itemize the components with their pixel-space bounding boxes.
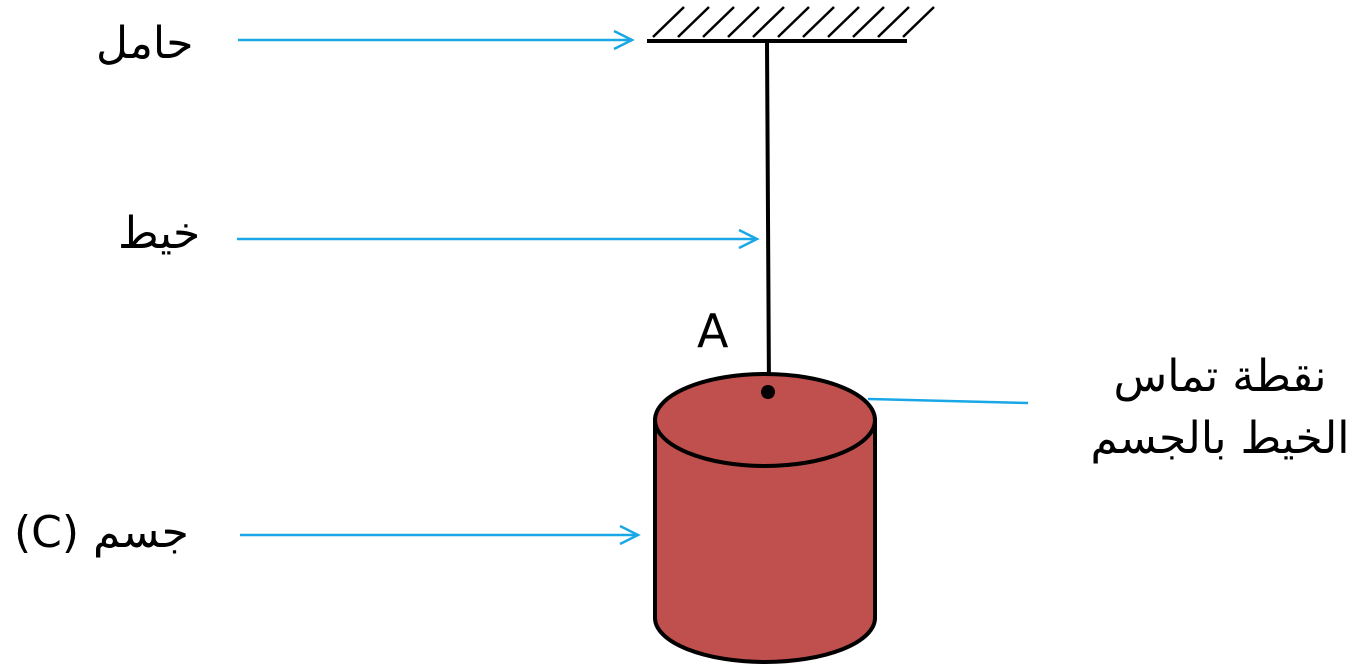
contact-point-label: نقطة تماس الخيط بالجسم xyxy=(1080,346,1360,470)
cylinder-top xyxy=(653,372,877,468)
string-label: خيط xyxy=(118,208,201,259)
support-hatching xyxy=(652,6,935,38)
ceiling-support xyxy=(647,6,935,43)
contact-point-dot xyxy=(761,385,775,399)
contact-pointer-line xyxy=(867,397,1029,405)
contact-label-line2: الخيط بالجسم xyxy=(1090,413,1350,464)
support-label: حامل xyxy=(96,18,194,69)
contact-label-line1: نقطة تماس xyxy=(1113,351,1327,402)
body-label: جسم (C) xyxy=(14,507,189,558)
string-line xyxy=(765,42,771,393)
point-a-label: A xyxy=(697,304,729,358)
cylinder-body xyxy=(653,372,877,664)
